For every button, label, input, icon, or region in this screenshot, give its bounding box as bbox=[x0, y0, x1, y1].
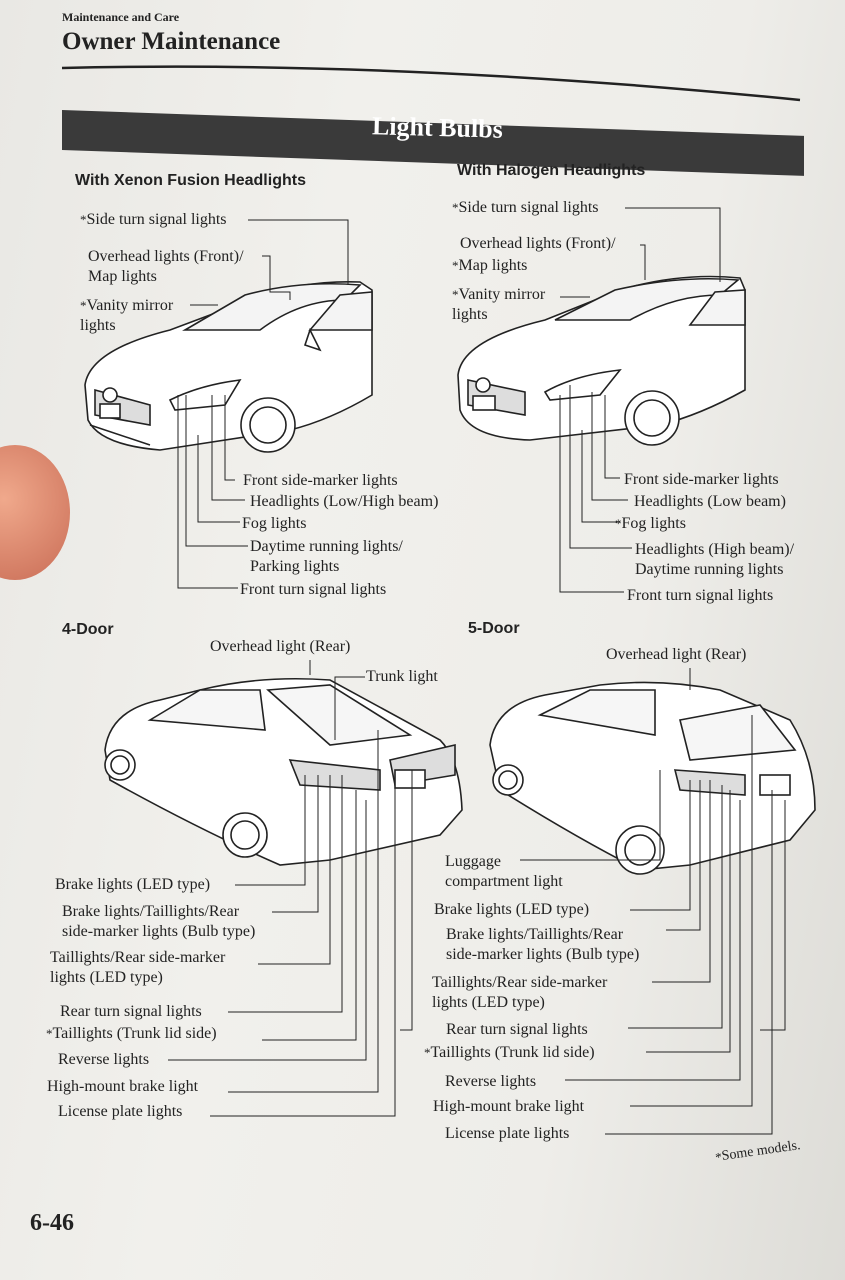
hatchback-leader-lines bbox=[520, 668, 786, 1135]
halogen-label-map: *Map lights bbox=[452, 257, 528, 274]
banner-title: Light Bulbs bbox=[371, 111, 504, 144]
xenon-label-headlights: Headlights (Low/High beam) bbox=[250, 493, 439, 510]
halogen-car-illustration bbox=[457, 275, 746, 446]
sedan-label-brake-bulb: Brake lights/Taillights/Rear side-marker… bbox=[62, 903, 256, 940]
hatch-label-brake-bulb: Brake lights/Taillights/Rear side-marker… bbox=[446, 926, 640, 963]
page-title: Owner Maintenance bbox=[62, 28, 281, 55]
four-door-heading: 4-Door bbox=[62, 621, 114, 638]
xenon-label-front-turn: Front turn signal lights bbox=[240, 581, 387, 598]
halogen-label-side-turn: *Side turn signal lights bbox=[452, 199, 599, 216]
hatch-label-rear-turn: Rear turn signal lights bbox=[446, 1021, 588, 1038]
halogen-label-front-side-marker: Front side-marker lights bbox=[624, 471, 779, 488]
xenon-heading: With Xenon Fusion Headlights bbox=[75, 172, 306, 189]
hatchback-rear-car-illustration bbox=[489, 681, 816, 875]
sedan-label-overhead-rear: Overhead light (Rear) bbox=[210, 638, 351, 655]
hatch-label-trunk-lid: *Taillights (Trunk lid side) bbox=[424, 1044, 595, 1061]
hatch-label-overhead-rear: Overhead light (Rear) bbox=[606, 646, 747, 663]
xenon-leader-lines bbox=[177, 219, 349, 589]
hatch-label-reverse: Reverse lights bbox=[445, 1073, 537, 1090]
xenon-label-fog: Fog lights bbox=[242, 515, 307, 532]
xenon-label-vanity: *Vanity mirror lights bbox=[80, 297, 174, 334]
sedan-label-brake-led: Brake lights (LED type) bbox=[55, 876, 211, 893]
sedan-label-taillights-led: Taillights/Rear side-marker lights (LED … bbox=[50, 949, 226, 986]
halogen-label-vanity: *Vanity mirror lights bbox=[452, 286, 546, 323]
halogen-label-fog: *Fog lights bbox=[615, 515, 686, 532]
halogen-label-front-turn: Front turn signal lights bbox=[627, 587, 774, 604]
halogen-label-overhead: Overhead lights (Front)/ bbox=[460, 235, 616, 252]
xenon-label-front-side-marker: Front side-marker lights bbox=[243, 472, 398, 489]
halogen-label-high-beam: Headlights (High beam)/ Daytime running … bbox=[635, 541, 795, 578]
sedan-label-trunk: Trunk light bbox=[366, 668, 438, 685]
halogen-label-headlights-low: Headlights (Low beam) bbox=[634, 493, 786, 510]
halogen-leader-lines bbox=[559, 207, 721, 593]
sedan-label-rear-turn: Rear turn signal lights bbox=[60, 1003, 202, 1020]
sedan-rear-car-illustration bbox=[104, 677, 463, 866]
sedan-label-trunk-lid: *Taillights (Trunk lid side) bbox=[46, 1025, 217, 1042]
five-door-heading: 5-Door bbox=[468, 620, 520, 637]
xenon-car-illustration bbox=[84, 281, 373, 453]
sedan-leader-lines bbox=[168, 660, 413, 1117]
section-title: Maintenance and Care bbox=[62, 10, 180, 24]
sedan-label-license: License plate lights bbox=[58, 1103, 183, 1120]
xenon-label-side-turn: *Side turn signal lights bbox=[80, 211, 227, 228]
sedan-label-high-mount: High-mount brake light bbox=[47, 1078, 199, 1095]
hatch-label-luggage: Luggage compartment light bbox=[445, 853, 563, 890]
hatch-label-high-mount: High-mount brake light bbox=[433, 1098, 585, 1115]
xenon-label-drl: Daytime running lights/ Parking lights bbox=[250, 538, 403, 575]
hatch-label-taillights-led: Taillights/Rear side-marker lights (LED … bbox=[432, 974, 608, 1011]
hatch-label-brake-led: Brake lights (LED type) bbox=[434, 901, 590, 918]
halogen-heading: With Halogen Headlights bbox=[457, 162, 646, 179]
sedan-label-reverse: Reverse lights bbox=[58, 1051, 150, 1068]
hatch-label-license: License plate lights bbox=[445, 1125, 570, 1142]
xenon-label-overhead: Overhead lights (Front)/ Map lights bbox=[88, 248, 244, 285]
page-number: 6-46 bbox=[30, 1210, 74, 1236]
